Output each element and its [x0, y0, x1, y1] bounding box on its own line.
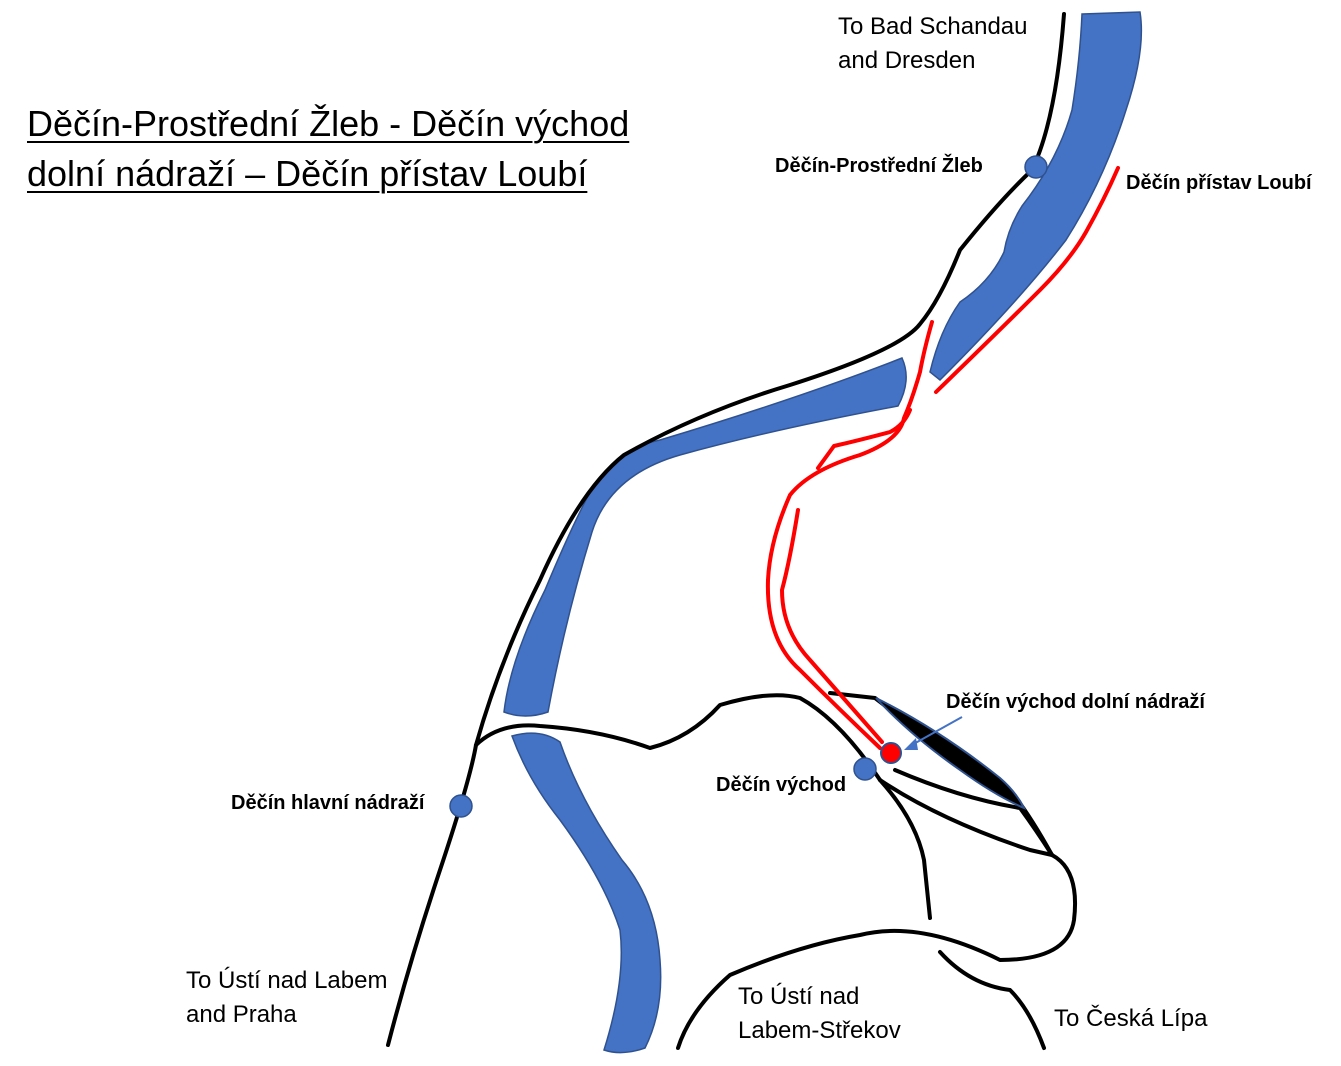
red-track-loubi — [934, 166, 1120, 394]
destination-line: To Česká Lípa — [1054, 1005, 1208, 1032]
station-label-hlavni: Děčín hlavní nádraží — [231, 792, 425, 814]
track-river-crossing — [474, 693, 882, 782]
river-segment-south — [511, 732, 662, 1054]
destination-line: To Bad Schandau — [838, 13, 1028, 40]
map-title-line-1: Děčín-Prostřední Žleb - Děčín východ — [27, 103, 630, 144]
destination-ceska-lipa: To Česká Lípa — [1054, 1002, 1207, 1036]
track-vychod-middle — [893, 768, 1054, 857]
destination-line: and Dresden — [838, 47, 976, 74]
river-segment-north — [929, 11, 1143, 382]
destination-line: To Ústí nad Labem — [186, 967, 388, 994]
river-segment-middle — [503, 357, 907, 717]
destination-bad-schandau: To Bad Schandau and Dresden — [838, 10, 1027, 78]
station-dot-prostredni-zleb — [1024, 155, 1048, 179]
station-label-vychod: Děčín východ — [716, 774, 847, 796]
station-label-vychod-dolni: Děčín východ dolní nádraží — [946, 691, 1205, 713]
red-tracks — [765, 166, 1120, 750]
destination-usti-strekov: To Ústí nad Labem-Střekov — [738, 980, 901, 1048]
station-dot-vychod-dolni — [880, 742, 902, 764]
track-ceska-lipa — [938, 950, 1046, 1050]
track-vychod-loop — [676, 778, 1077, 1050]
destination-line: To Ústí nad — [738, 983, 860, 1010]
track-vychod-branch-south — [878, 778, 932, 920]
station-dot-hlavni — [449, 794, 473, 818]
red-track-east — [816, 408, 912, 470]
station-dot-vychod — [853, 757, 877, 781]
destination-line: and Praha — [186, 1001, 297, 1028]
station-label-pristav-loubi: Děčín přístav Loubí — [1126, 172, 1312, 194]
destination-line: Labem-Střekov — [738, 1017, 901, 1044]
red-track-inner — [780, 508, 884, 744]
station-pointer-arrow — [904, 716, 963, 750]
red-track-west — [765, 320, 934, 750]
map-title-line-2: dolní nádraží – Děčín přístav Loubí — [27, 153, 588, 194]
station-label-prostredni-zleb: Děčín-Prostřední Žleb — [775, 155, 983, 177]
destination-usti-praha: To Ústí nad Labem and Praha — [186, 964, 387, 1032]
river-elbe — [503, 11, 1143, 1054]
siding-area — [875, 697, 1027, 810]
